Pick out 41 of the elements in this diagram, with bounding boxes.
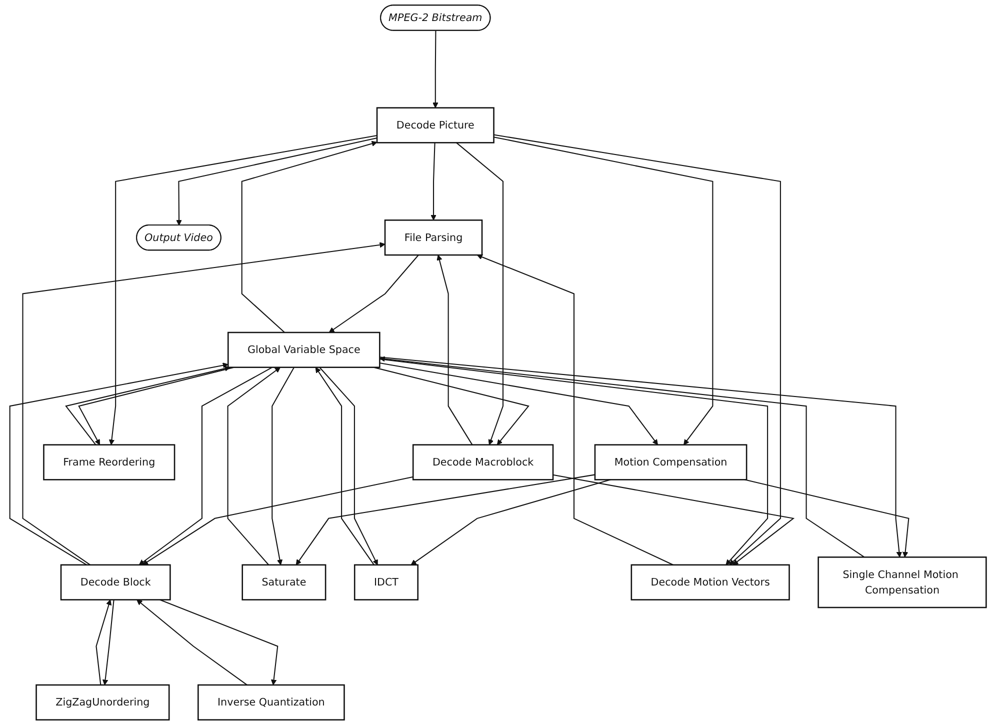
arrow xyxy=(108,135,378,446)
arrow xyxy=(552,474,795,566)
arrow xyxy=(744,479,910,558)
arrow xyxy=(142,476,414,566)
arrow xyxy=(138,366,273,566)
arrow xyxy=(410,479,611,566)
arrow xyxy=(102,600,114,686)
arrow xyxy=(373,366,530,446)
arrow xyxy=(494,136,714,446)
node-box: ZigZagUnordering xyxy=(36,684,170,720)
arrow xyxy=(456,142,504,446)
node-box: Motion Compensation xyxy=(594,444,748,480)
node-box: Single Channel Motion Compensation xyxy=(818,556,987,608)
node-box: Inverse Quantization xyxy=(198,684,345,720)
arrow xyxy=(227,367,281,566)
arrow xyxy=(136,600,248,686)
arrow xyxy=(160,599,278,686)
arrow xyxy=(380,362,658,446)
arrow xyxy=(9,362,228,566)
arrow xyxy=(494,134,781,566)
arrow xyxy=(436,254,473,446)
node-box: Global Variable Space xyxy=(227,332,380,368)
node-box: Frame Reordering xyxy=(43,444,176,480)
node-box: IDCT xyxy=(354,564,418,600)
node-box: Decode Motion Vectors xyxy=(630,564,790,600)
node-box: Decode Block xyxy=(60,564,171,600)
arrow xyxy=(430,142,436,220)
arrow xyxy=(296,474,596,566)
node-box: Decode Macroblock xyxy=(412,444,554,480)
arrow xyxy=(272,367,294,566)
node-box: Decode Picture xyxy=(376,107,494,144)
arrow xyxy=(96,600,112,686)
arrow xyxy=(22,242,386,566)
arrow xyxy=(241,140,378,333)
node-box: Saturate xyxy=(242,564,326,600)
node-box: File Parsing xyxy=(384,220,483,256)
arrow xyxy=(380,358,768,566)
arrow xyxy=(328,254,419,333)
arrow xyxy=(176,138,378,226)
arrow xyxy=(476,254,674,566)
arrow xyxy=(432,30,438,108)
